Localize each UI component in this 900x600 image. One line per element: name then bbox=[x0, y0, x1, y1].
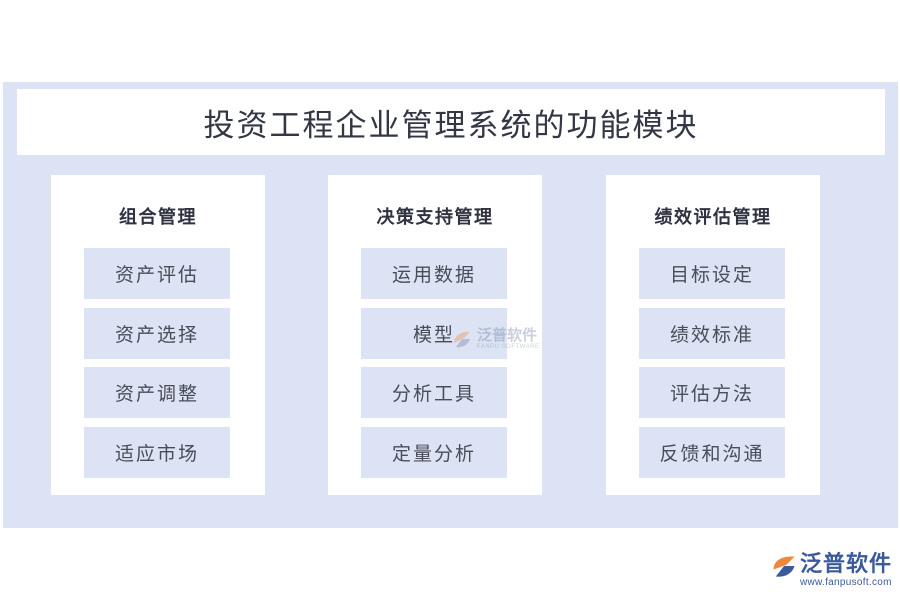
module-decision-support: 决策支持管理 运用数据 模型 分析工具 定量分析 bbox=[328, 175, 542, 495]
title-bar: 投资工程企业管理系统的功能模块 bbox=[17, 89, 885, 155]
watermark-cn: 泛普软件 bbox=[477, 327, 538, 344]
module-item: 资产调整 bbox=[84, 367, 230, 418]
module-performance-evaluation: 绩效评估管理 目标设定 绩效标准 评估方法 反馈和沟通 bbox=[606, 175, 820, 495]
module-item: 评估方法 bbox=[639, 367, 785, 418]
brand-url: www.fanpusoft.com bbox=[800, 577, 892, 588]
module-title: 组合管理 bbox=[119, 207, 197, 228]
module-item: 模型 bbox=[361, 308, 507, 359]
module-portfolio-management: 组合管理 资产评估 资产选择 资产调整 适应市场 bbox=[51, 175, 265, 495]
module-item: 资产评估 bbox=[84, 248, 230, 299]
module-title: 绩效评估管理 bbox=[654, 207, 772, 228]
module-item: 运用数据 bbox=[361, 248, 507, 299]
watermark-en: FANPU SOFTWARE bbox=[477, 344, 540, 350]
module-title: 决策支持管理 bbox=[376, 207, 494, 228]
module-item: 目标设定 bbox=[639, 248, 785, 299]
module-item: 适应市场 bbox=[84, 427, 230, 478]
watermark: 泛普软件 FANPU SOFTWARE bbox=[450, 327, 539, 351]
module-item: 反馈和沟通 bbox=[639, 427, 785, 478]
brand-name: 泛普软件 bbox=[800, 551, 893, 576]
module-item: 资产选择 bbox=[84, 308, 230, 359]
fanpu-logo-icon bbox=[454, 331, 470, 348]
fanpu-logo-icon bbox=[773, 556, 795, 577]
module-item: 分析工具 bbox=[361, 367, 507, 418]
page-title: 投资工程企业管理系统的功能模块 bbox=[203, 107, 699, 144]
module-item: 定量分析 bbox=[361, 427, 507, 478]
module-item: 绩效标准 bbox=[639, 308, 785, 359]
brand-logo: 泛普软件 www.fanpusoft.com bbox=[770, 552, 892, 588]
